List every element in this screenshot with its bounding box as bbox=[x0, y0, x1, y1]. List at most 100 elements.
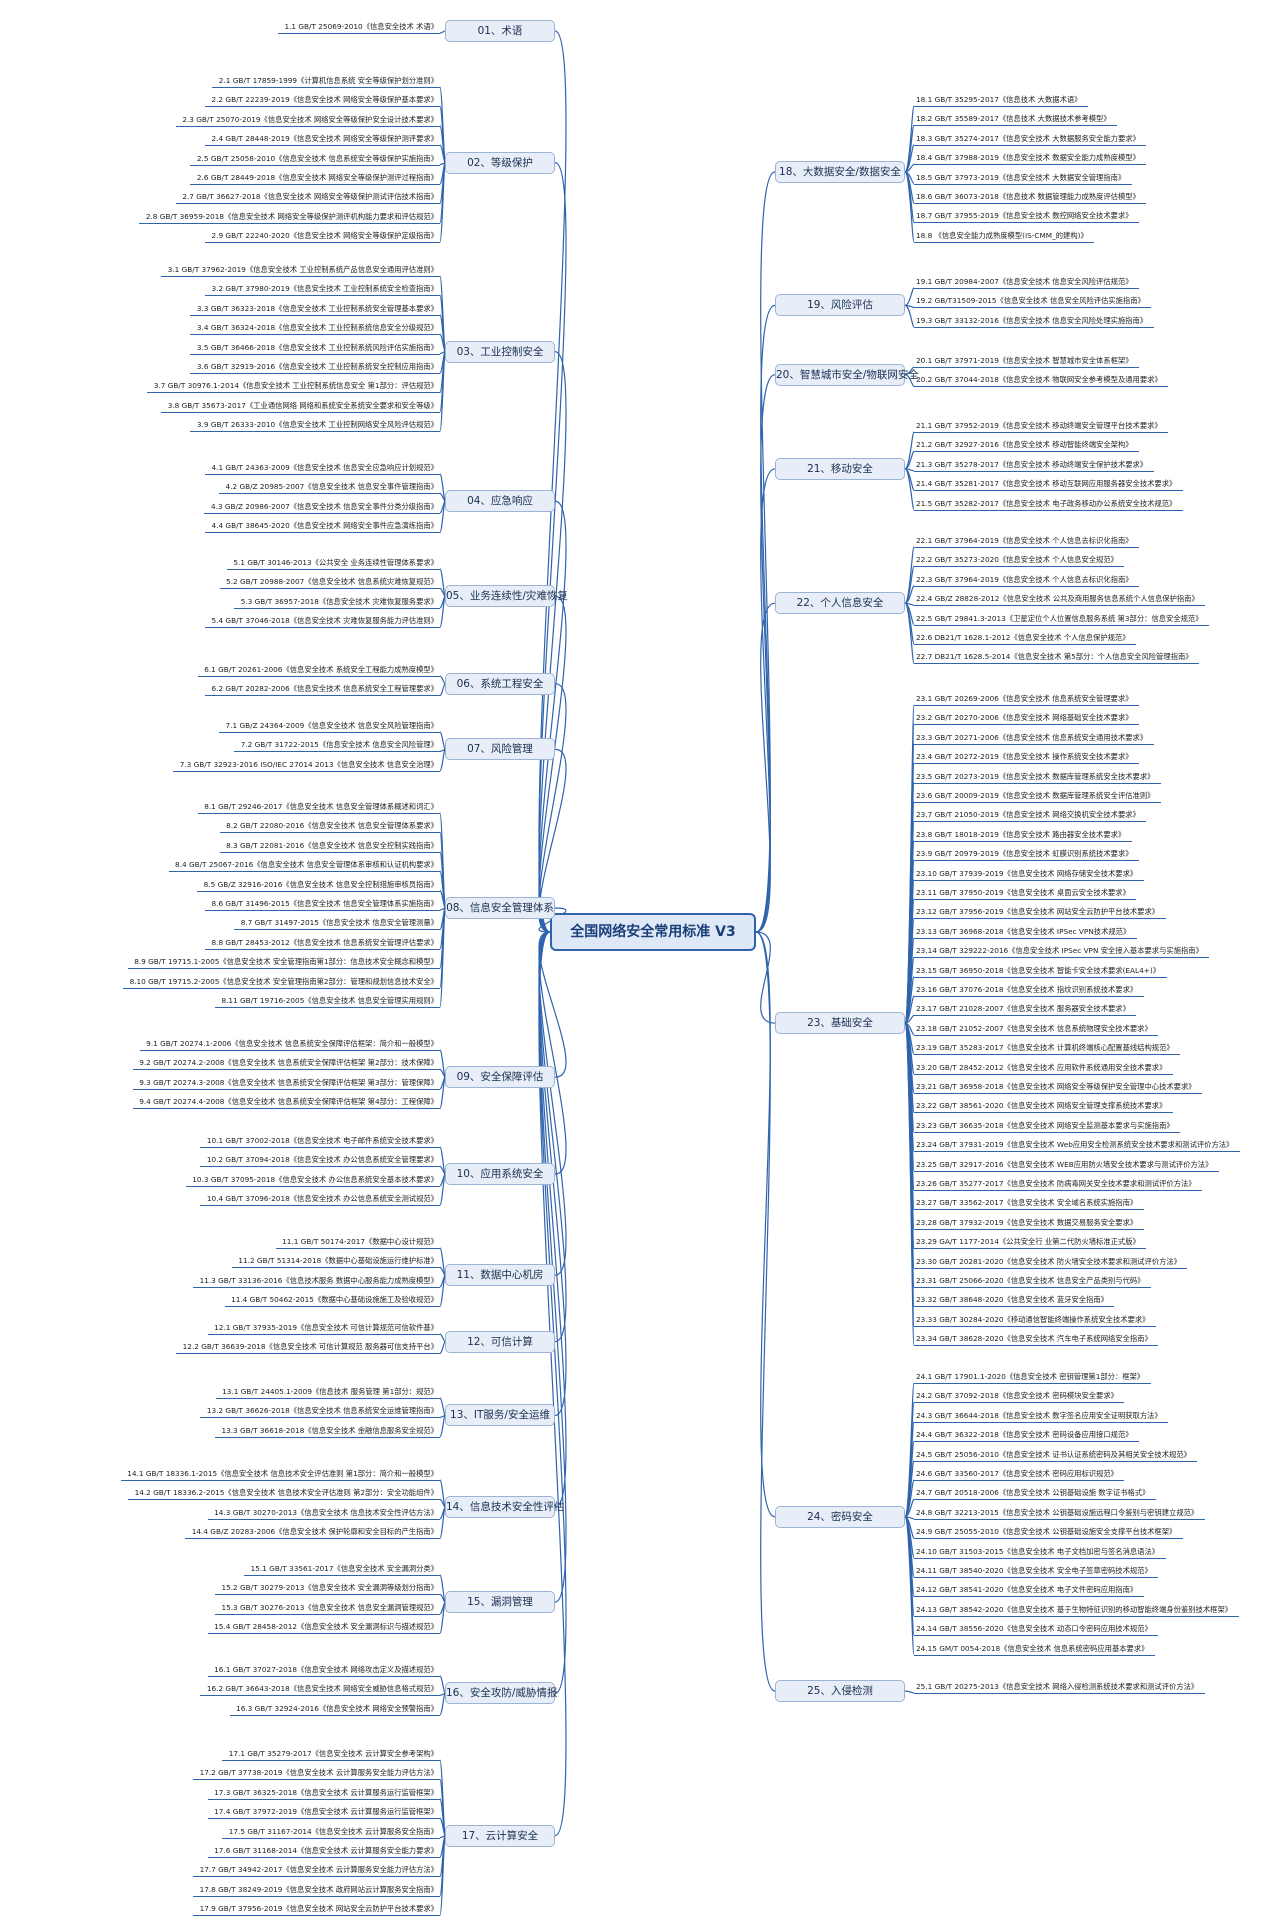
standard-item[interactable]: 23.13 GB/T 36968-2018《信息安全技术 IPSec VPN技术… bbox=[914, 925, 1137, 939]
standard-item[interactable]: 17.2 GB/T 37738-2019《信息安全技术 云计算服务安全能力评估方… bbox=[193, 1766, 440, 1781]
standard-item[interactable]: 4.1 GB/T 24363-2009《信息安全技术 信息安全应急响应计划规范》 bbox=[205, 461, 440, 475]
category-node[interactable]: 03、工业控制安全 bbox=[445, 340, 555, 363]
standard-item[interactable]: 16.1 GB/T 37027-2018《信息安全技术 网络攻击定义及描述规范》 bbox=[208, 1663, 440, 1677]
standard-item[interactable]: 23.31 GB/T 25066-2020《信息安全技术 信息安全产品类别与代码… bbox=[914, 1274, 1151, 1288]
standard-item[interactable]: 17.6 GB/T 31168-2014《信息安全技术 云计算服务安全能力要求》 bbox=[208, 1844, 440, 1858]
standard-item[interactable]: 17.4 GB/T 37972-2019《信息安全技术 云计算服务运行监管框架》 bbox=[208, 1805, 440, 1820]
standard-item[interactable]: 21.5 GB/T 35282-2017《信息安全技术 电子政务移动办公系统安全… bbox=[914, 497, 1183, 511]
standard-item[interactable]: 11.3 GB/T 33136-2016《信息技术服务 数据中心服务能力成熟度模… bbox=[193, 1274, 440, 1288]
standard-item[interactable]: 24.3 GB/T 36644-2018《信息安全技术 数字签名应用安全证明获取… bbox=[914, 1409, 1168, 1423]
standard-item[interactable]: 18.5 GB/T 37973-2019《信息安全技术 大数据安全管理指南》 bbox=[914, 171, 1132, 185]
standard-item[interactable]: 13.3 GB/T 36618-2018《信息安全技术 金融信息服务安全规范》 bbox=[215, 1424, 440, 1438]
standard-item[interactable]: 14.1 GB/T 18336.1-2015《信息安全技术 信息技术安全评估准则… bbox=[121, 1467, 440, 1481]
standard-item[interactable]: 2.8 GB/T 36959-2018《信息安全技术 网络安全等级保护测评机构能… bbox=[139, 210, 440, 224]
standard-item[interactable]: 6.2 GB/T 20282-2006《信息安全技术 信息系统安全工程管理要求》 bbox=[205, 682, 440, 697]
standard-item[interactable]: 22.2 GB/T 35273-2020《信息安全技术 个人信息安全规范》 bbox=[914, 553, 1124, 568]
standard-item[interactable]: 9.1 GB/T 20274.1-2006《信息安全技术 信息系统安全保障评估框… bbox=[140, 1037, 440, 1051]
standard-item[interactable]: 21.4 GB/T 35281-2017《信息安全技术 移动互联网应用服务器安全… bbox=[914, 477, 1183, 492]
standard-item[interactable]: 10.4 GB/T 37096-2018《信息安全技术 办公信息系统安全测试规范… bbox=[200, 1192, 440, 1207]
standard-item[interactable]: 8.6 GB/T 31496-2015《信息安全技术 信息安全管理体系实施指南》 bbox=[205, 897, 440, 911]
standard-item[interactable]: 3.7 GB/T 30976.1-2014《信息安全技术 工业控制系统信息安全 … bbox=[147, 379, 440, 394]
category-node[interactable]: 17、云计算安全 bbox=[445, 1824, 555, 1847]
standard-item[interactable]: 24.2 GB/T 37092-2018《信息安全技术 密码模块安全要求》 bbox=[914, 1389, 1124, 1404]
standard-item[interactable]: 23.11 GB/T 37950-2019《信息安全技术 桌面云安全技术要求》 bbox=[914, 886, 1136, 900]
standard-item[interactable]: 23.25 GB/T 32917-2016《信息安全技术 WEB应用防火墙安全技… bbox=[914, 1158, 1219, 1172]
standard-item[interactable]: 15.2 GB/T 30279-2013《信息安全技术 安全漏洞等级划分指南》 bbox=[215, 1581, 440, 1596]
standard-item[interactable]: 12.1 GB/T 37935-2019《信息安全技术 可信计算规范可信软件基》 bbox=[208, 1321, 440, 1335]
standard-item[interactable]: 5.1 GB/T 30146-2013《公共安全 业务连续性管理体系要求》 bbox=[227, 556, 440, 570]
standard-item[interactable]: 17.5 GB/T 31167-2014《信息安全技术 云计算服务安全指南》 bbox=[222, 1825, 440, 1839]
standard-item[interactable]: 6.1 GB/T 20261-2006《信息安全技术 系统安全工程能力成熟度模型… bbox=[198, 663, 440, 677]
standard-item[interactable]: 4.3 GB/Z 20986-2007《信息安全技术 信息安全事件分类分级指南》 bbox=[204, 500, 440, 514]
standard-item[interactable]: 21.1 GB/T 37952-2019《信息安全技术 移动终端安全管理平台技术… bbox=[914, 419, 1168, 433]
category-node[interactable]: 23、基础安全 bbox=[775, 1012, 905, 1035]
standard-item[interactable]: 5.3 GB/T 36957-2018《信息安全技术 灾难恢复服务要求》 bbox=[234, 595, 440, 609]
standard-item[interactable]: 23.30 GB/T 20281-2020《信息安全技术 防火墙安全技术要求和测… bbox=[914, 1255, 1187, 1269]
standard-item[interactable]: 17.1 GB/T 35279-2017《信息安全技术 云计算安全参考架构》 bbox=[222, 1747, 440, 1761]
standard-item[interactable]: 21.3 GB/T 35278-2017《信息安全技术 移动终端安全保护技术要求… bbox=[914, 458, 1154, 472]
standard-item[interactable]: 8.7 GB/T 31497-2015《信息安全技术 信息安全管理测量》 bbox=[234, 916, 440, 931]
category-node[interactable]: 25、入侵检测 bbox=[775, 1680, 905, 1702]
standard-item[interactable]: 15.3 GB/T 30276-2013《信息安全技术 信息安全漏洞管理规范》 bbox=[215, 1601, 440, 1615]
category-node[interactable]: 09、安全保障评估 bbox=[445, 1066, 555, 1089]
category-node[interactable]: 14、信息技术安全性评估 bbox=[445, 1496, 564, 1519]
standard-item[interactable]: 2.4 GB/T 28448-2019《信息安全技术 网络安全等级保护测评要求》 bbox=[205, 132, 440, 147]
category-node[interactable]: 19、风险评估 bbox=[775, 294, 905, 317]
category-node[interactable]: 16、安全攻防/威胁情报 bbox=[445, 1682, 557, 1705]
standard-item[interactable]: 15.4 GB/T 28458-2012《信息安全技术 安全漏洞标识与描述规范》 bbox=[208, 1620, 440, 1635]
standard-item[interactable]: 2.7 GB/T 36627-2018《信息安全技术 网络安全等级保护测试评估技… bbox=[176, 190, 440, 205]
standard-item[interactable]: 11.2 GB/T 51314-2018《数据中心基础设施运行维护标准》 bbox=[232, 1254, 440, 1269]
standard-item[interactable]: 21.2 GB/T 32927-2016《信息安全技术 移动智能终端安全架构》 bbox=[914, 438, 1139, 453]
standard-item[interactable]: 24.12 GB/T 38541-2020《信息安全技术 电子文件密码应用指南》 bbox=[914, 1583, 1144, 1598]
standard-item[interactable]: 23.23 GB/T 36635-2018《信息安全技术 网络安全监测基本要求与… bbox=[914, 1119, 1180, 1133]
standard-item[interactable]: 3.2 GB/T 37980-2019《信息安全技术 工业控制系统安全检查指南》 bbox=[205, 282, 440, 297]
standard-item[interactable]: 18.8 《信息安全能力成熟度模型(IS-CMM_的建构)》 bbox=[914, 229, 1094, 243]
standard-item[interactable]: 23.7 GB/T 21050-2019《信息安全技术 网络交换机安全技术要求》 bbox=[914, 808, 1146, 823]
standard-item[interactable]: 8.10 GB/T 19715.2-2005《信息安全技术 安全管理指南第2部分… bbox=[123, 975, 440, 989]
standard-item[interactable]: 23.19 GB/T 35283-2017《信息安全技术 计算机终端核心配置基线… bbox=[914, 1041, 1180, 1056]
standard-item[interactable]: 23.17 GB/T 21028-2007《信息安全技术 服务器安全技术要求》 bbox=[914, 1002, 1136, 1017]
standard-item[interactable]: 18.1 GB/T 35295-2017《信息技术 大数据术语》 bbox=[914, 93, 1088, 107]
standard-item[interactable]: 23.32 GB/T 38648-2020《信息安全技术 蓝牙安全指南》 bbox=[914, 1293, 1114, 1308]
standard-item[interactable]: 23.26 GB/T 35277-2017《信息安全技术 防病毒网关安全技术要求… bbox=[914, 1177, 1202, 1191]
standard-item[interactable]: 23.27 GB/T 33562-2017《信息安全技术 安全域名系统实施指南》 bbox=[914, 1196, 1144, 1211]
standard-item[interactable]: 22.1 GB/T 37964-2019《信息安全技术 个人信息去标识化指南》 bbox=[914, 534, 1139, 548]
standard-item[interactable]: 17.9 GB/T 37956-2019《信息安全技术 网站安全云防护平台技术要… bbox=[193, 1902, 440, 1917]
standard-item[interactable]: 25.1 GB/T 20275-2013《信息安全技术 网络入侵检测系统技术要求… bbox=[914, 1680, 1205, 1694]
standard-item[interactable]: 22.7 DB21/T 1628.5-2014《信息安全技术 第5部分：个人信息… bbox=[914, 650, 1199, 665]
standard-item[interactable]: 23.9 GB/T 20979-2019《信息安全技术 虹膜识别系统技术要求》 bbox=[914, 847, 1139, 862]
standard-item[interactable]: 23.28 GB/T 37932-2019《信息安全技术 数据交易服务安全要求》 bbox=[914, 1216, 1144, 1230]
standard-item[interactable]: 18.4 GB/T 37988-2019《信息安全技术 数据安全能力成熟度模型》 bbox=[914, 151, 1146, 166]
standard-item[interactable]: 9.2 GB/T 20274.2-2008《信息安全技术 信息系统安全保障评估框… bbox=[133, 1056, 440, 1071]
standard-item[interactable]: 22.4 GB/Z 28828-2012《信息安全技术 公共及商用服务信息系统个… bbox=[914, 592, 1205, 607]
standard-item[interactable]: 23.5 GB/T 20273-2019《信息安全技术 数据库管理系统安全技术要… bbox=[914, 770, 1161, 784]
category-node[interactable]: 24、密码安全 bbox=[775, 1505, 905, 1528]
standard-item[interactable]: 7.1 GB/Z 24364-2009《信息安全技术 信息安全风险管理指南》 bbox=[219, 719, 440, 733]
category-node[interactable]: 10、应用系统安全 bbox=[445, 1163, 555, 1186]
category-node[interactable]: 15、漏洞管理 bbox=[445, 1591, 555, 1614]
standard-item[interactable]: 2.9 GB/T 22240-2020《信息安全技术 网络安全等级保护定级指南》 bbox=[205, 229, 440, 244]
standard-item[interactable]: 3.5 GB/T 36466-2018《信息安全技术 工业控制系统风险评估实施指… bbox=[190, 341, 440, 355]
standard-item[interactable]: 23.34 GB/T 38628-2020《信息安全技术 汽车电子系统网络安全指… bbox=[914, 1332, 1158, 1347]
category-node[interactable]: 21、移动安全 bbox=[775, 457, 905, 480]
standard-item[interactable]: 8.2 GB/T 22080-2016《信息安全技术 信息安全管理体系要求》 bbox=[220, 819, 440, 834]
category-node[interactable]: 02、等级保护 bbox=[445, 151, 555, 174]
standard-item[interactable]: 23.4 GB/T 20272-2019《信息安全技术 操作系统安全技术要求》 bbox=[914, 750, 1139, 765]
standard-item[interactable]: 9.4 GB/T 20274.4-2008《信息安全技术 信息系统安全保障评估框… bbox=[133, 1095, 440, 1110]
category-node[interactable]: 22、个人信息安全 bbox=[775, 592, 905, 615]
standard-item[interactable]: 23.18 GB/T 21052-2007《信息安全技术 信息系统物理安全技术要… bbox=[914, 1022, 1158, 1036]
category-node[interactable]: 12、可信计算 bbox=[445, 1330, 555, 1353]
standard-item[interactable]: 19.2 GB/T31509-2015《信息安全技术 信息安全风险评估实施指南》 bbox=[914, 294, 1151, 309]
standard-item[interactable]: 19.3 GB/T 33132-2016《信息安全技术 信息安全风险处理实施指南… bbox=[914, 314, 1154, 328]
category-node[interactable]: 06、系统工程安全 bbox=[445, 672, 555, 695]
standard-item[interactable]: 2.3 GB/T 25070-2019《信息安全技术 网络安全等级保护安全设计技… bbox=[176, 113, 440, 127]
category-node[interactable]: 07、风险管理 bbox=[445, 738, 555, 761]
standard-item[interactable]: 23.20 GB/T 28452-2012《信息安全技术 应用软件系统通用安全技… bbox=[914, 1061, 1173, 1075]
standard-item[interactable]: 24.15 GM/T 0054-2018《信息安全技术 信息系统密码应用基本要求… bbox=[914, 1642, 1155, 1656]
standard-item[interactable]: 10.2 GB/T 37094-2018《信息安全技术 办公信息系统安全管理要求… bbox=[200, 1153, 440, 1168]
standard-item[interactable]: 23.10 GB/T 37939-2019《信息安全技术 网络存储安全技术要求》 bbox=[914, 867, 1144, 881]
standard-item[interactable]: 16.3 GB/T 32924-2016《信息安全技术 网络安全预警指南》 bbox=[230, 1702, 440, 1716]
standard-item[interactable]: 24.10 GB/T 31503-2015《信息安全技术 电子文档加密与签名消息… bbox=[914, 1545, 1166, 1559]
standard-item[interactable]: 23.6 GB/T 20009-2019《信息安全技术 数据库管理系统安全评估准… bbox=[914, 789, 1161, 803]
standard-item[interactable]: 17.7 GB/T 34942-2017《信息安全技术 云计算服务安全能力评估方… bbox=[193, 1863, 440, 1878]
